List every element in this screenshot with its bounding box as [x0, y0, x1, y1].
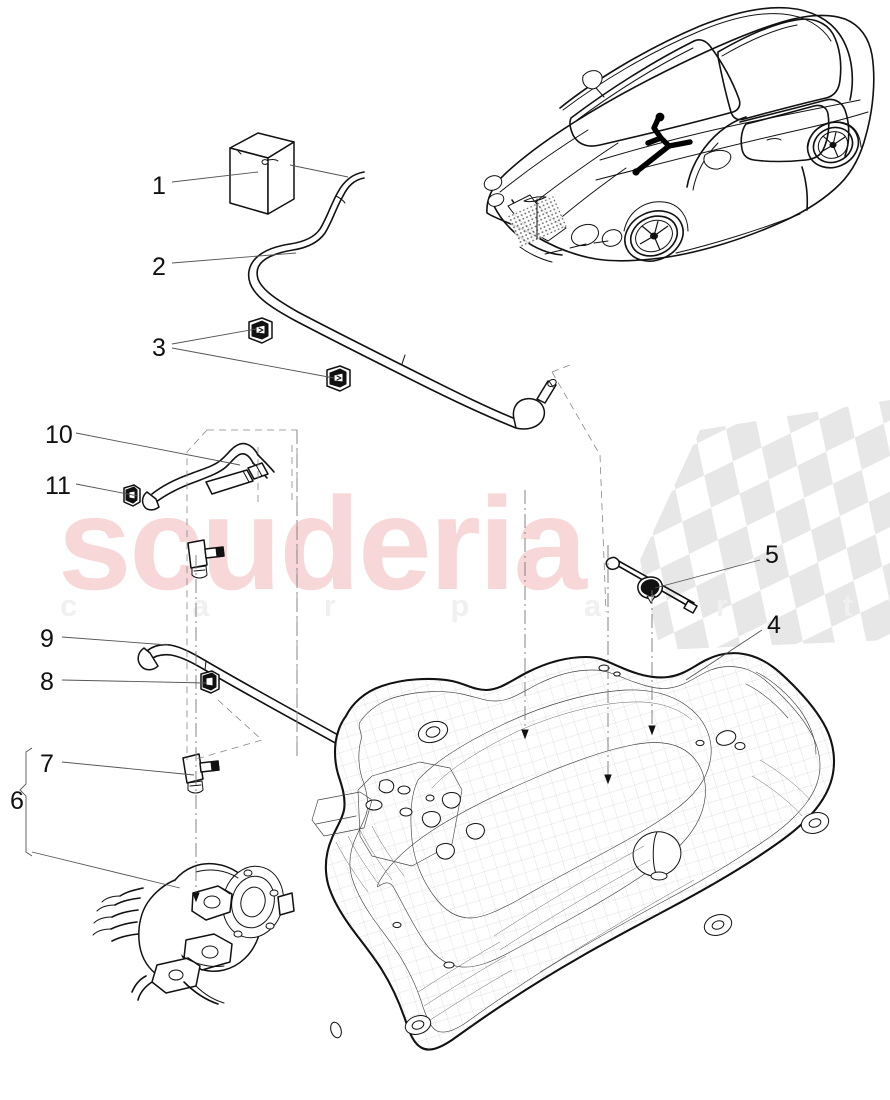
mount-boss-3 [703, 914, 733, 936]
part-connector-valve [182, 753, 220, 794]
callout-1-charcoal-canister: 1 [152, 172, 166, 200]
vehicle-illustration [483, 6, 875, 263]
part-charcoal-canister [229, 132, 295, 215]
assembly-guides [186, 364, 607, 761]
part-hose-clamp-lower [200, 670, 220, 694]
mount-boss-4 [404, 1015, 432, 1035]
part-heat-shield [311, 652, 836, 1051]
leader-lines [19, 164, 763, 889]
mount-boss-2 [800, 812, 830, 834]
callout-9-vent-line: 9 [40, 625, 54, 653]
part-retaining-clip-upper [248, 317, 273, 344]
callout-5-cable-tie: 5 [765, 541, 779, 569]
part-cable-tie [605, 556, 698, 614]
callout-6-assembly-group: 6 [10, 787, 24, 815]
callout-10-vent-hose: 10 [45, 421, 73, 449]
callout-8-hose-clamp: 8 [40, 668, 54, 696]
callout-3-retaining-clip: 3 [152, 334, 166, 362]
highlighted-harness [633, 114, 693, 175]
part-transmission-housing [92, 862, 295, 1005]
mount-boss-1 [417, 720, 449, 744]
part-retaining-clip-lower [326, 365, 351, 392]
rear-wheel [806, 121, 860, 169]
front-wheel [624, 210, 684, 262]
callout-11-hose-clamp: 11 [45, 472, 71, 500]
access-port [632, 831, 682, 881]
part-vent-pipe-upper [247, 171, 557, 430]
callout-2-vent-pipe: 2 [152, 253, 166, 281]
callout-4-heat-shield: 4 [767, 611, 781, 639]
part-vent-hose-upper [141, 442, 275, 511]
callout-7-connector-valve: 7 [40, 750, 54, 778]
